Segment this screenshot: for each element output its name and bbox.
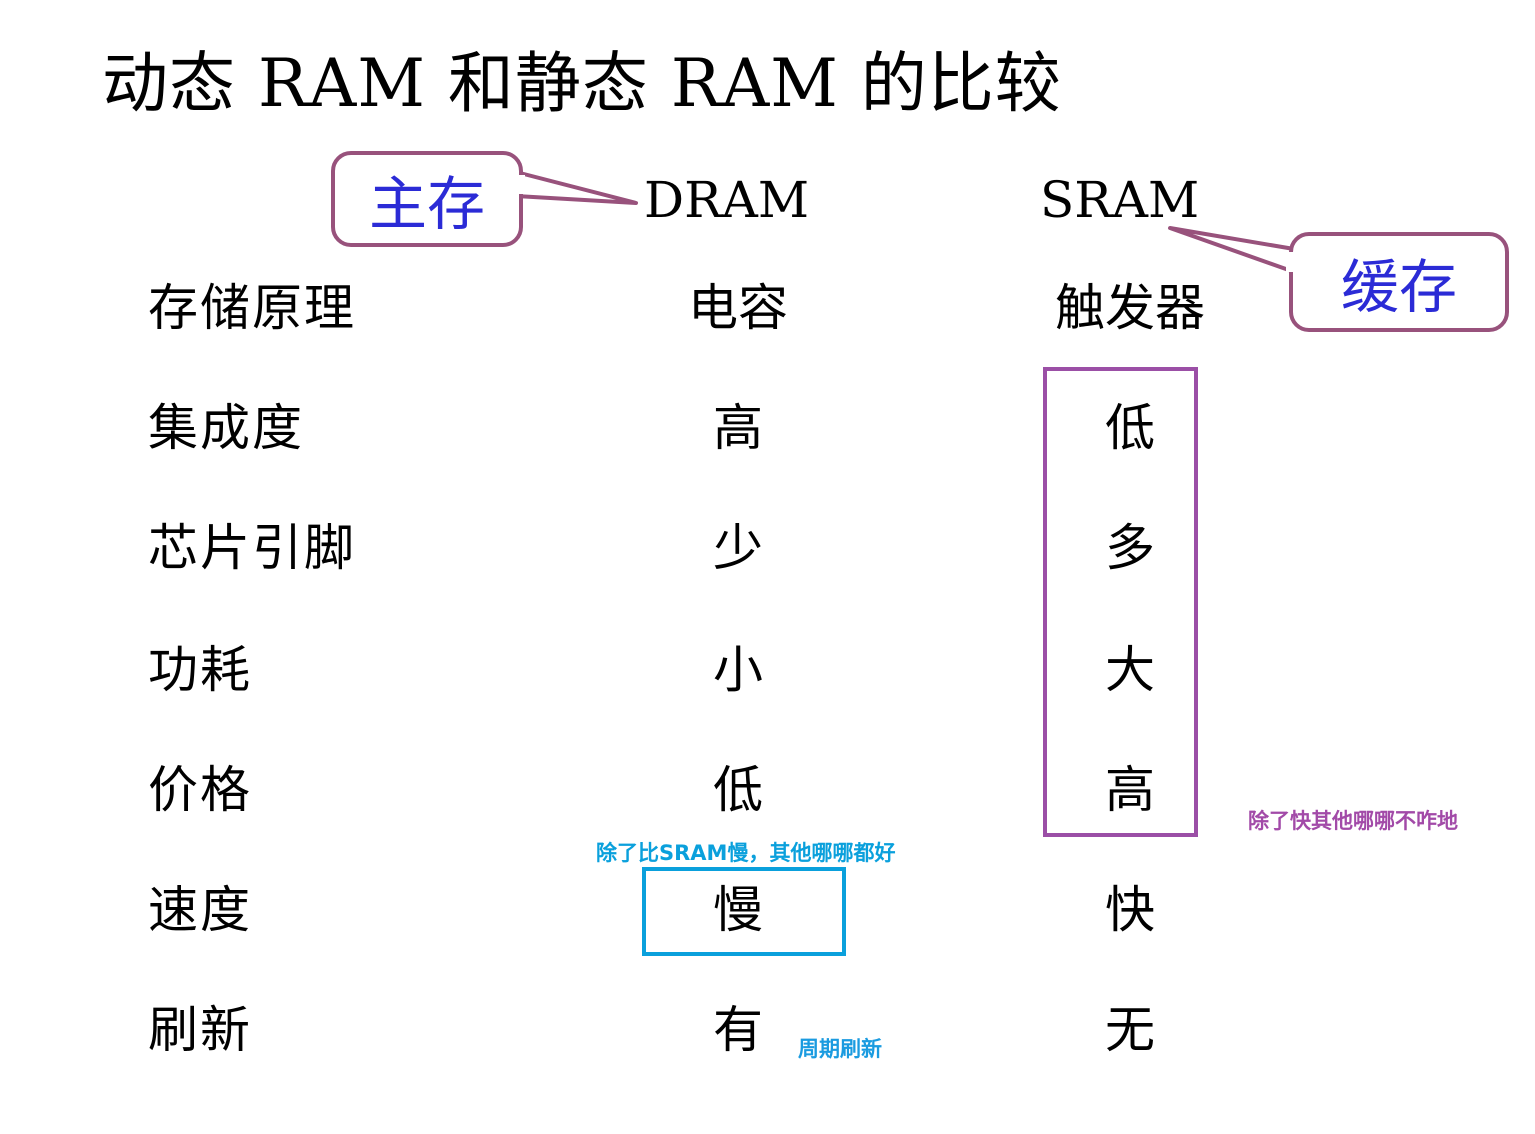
sram-callout: 缓存	[1289, 232, 1509, 332]
sram-refresh: 无	[1105, 1001, 1155, 1059]
dram-callout-pointer	[514, 170, 638, 205]
sram-integration: 低	[1105, 399, 1155, 457]
dram-callout-label: 主存	[368, 170, 485, 238]
sram-price: 高	[1105, 761, 1155, 819]
page-title: 动态 RAM 和静态 RAM 的比较	[102, 45, 1062, 122]
dram-column-header: DRAM	[644, 171, 810, 229]
row-label-price: 价格	[148, 761, 252, 819]
sram-callout-seam	[1286, 252, 1296, 272]
sram-callout-label: 缓存	[1340, 253, 1457, 321]
dram-note: 除了比SRAM慢，其他哪哪都好	[596, 841, 896, 865]
dram-speed: 慢	[713, 881, 763, 939]
sram-speed: 快	[1105, 881, 1155, 939]
dram-power: 小	[713, 641, 763, 699]
row-label-integration: 集成度	[148, 399, 304, 457]
dram-price: 低	[713, 761, 763, 819]
sram-weakness-highlight	[1043, 367, 1198, 837]
sram-power: 大	[1105, 641, 1155, 699]
dram-integration: 高	[713, 399, 763, 457]
sram-note: 除了快其他哪哪不咋地	[1248, 809, 1458, 833]
sram-callout-pointer	[1168, 226, 1302, 276]
dram-refresh: 有	[713, 1001, 763, 1059]
dram-speed-highlight	[642, 867, 846, 956]
sram-chip-pins: 多	[1105, 519, 1155, 577]
sram-storage-principle: 触发器	[1055, 279, 1205, 337]
dram-callout: 主存	[331, 151, 523, 247]
row-label-speed: 速度	[148, 881, 252, 939]
refresh-note: 周期刷新	[798, 1037, 882, 1061]
row-label-refresh: 刷新	[148, 1001, 252, 1059]
row-label-storage-principle: 存储原理	[148, 279, 356, 337]
dram-storage-principle: 电容	[688, 279, 788, 337]
row-label-chip-pins: 芯片引脚	[148, 519, 356, 577]
dram-chip-pins: 少	[713, 519, 763, 577]
sram-column-header: SRAM	[1040, 171, 1200, 229]
dram-callout-seam	[517, 175, 525, 194]
row-label-power: 功耗	[148, 641, 252, 699]
